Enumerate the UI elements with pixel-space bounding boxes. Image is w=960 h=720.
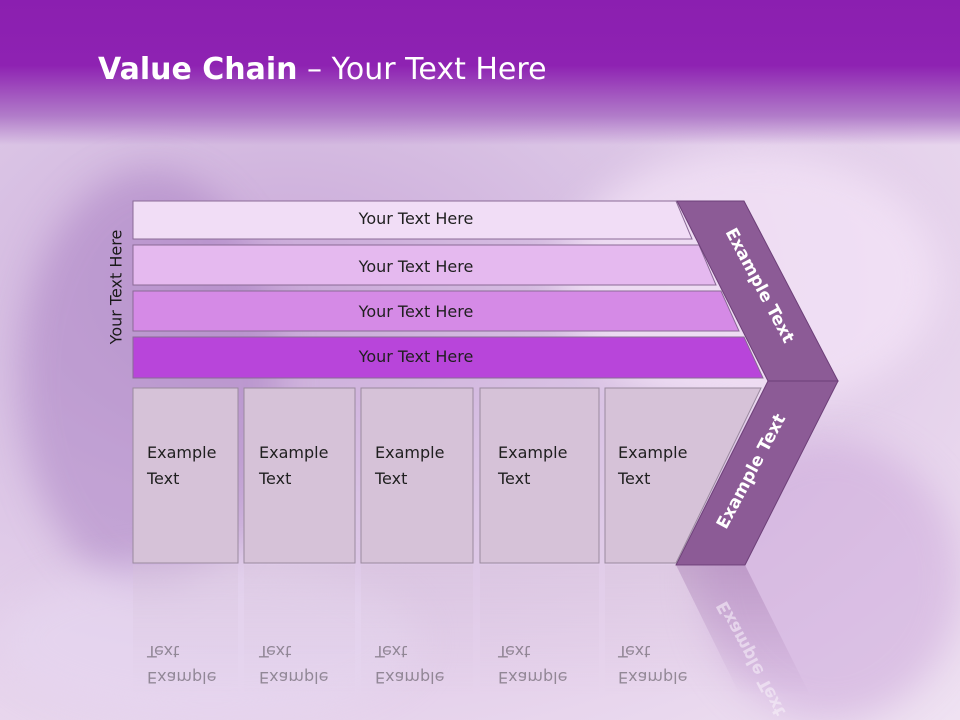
reflection-label: Text	[617, 642, 650, 661]
primary-box-line1-1: Example	[147, 443, 216, 462]
reflection-chevron	[676, 565, 810, 695]
reflection-label: Example	[498, 668, 567, 687]
reflection-box-3	[361, 565, 473, 695]
reflection-label: Example	[618, 668, 687, 687]
reflection-box-4	[480, 565, 599, 695]
primary-box-line2-2: Text	[258, 469, 291, 488]
support-bar-label-1: Your Text Here	[358, 209, 474, 228]
primary-box-line1-2: Example	[259, 443, 328, 462]
header-band	[0, 0, 960, 145]
reflection-box-1	[133, 565, 238, 695]
support-bar-label-2: Your Text Here	[358, 257, 474, 276]
primary-box-4	[479, 387, 600, 564]
primary-box-1	[132, 387, 239, 564]
reflection-label: Example	[147, 668, 216, 687]
primary-box-3	[360, 387, 474, 564]
support-bar-2	[132, 244, 717, 286]
reflection-box-5	[605, 565, 740, 695]
support-bar-label-4: Your Text Here	[358, 347, 474, 366]
primary-box-line1-5: Example	[618, 443, 687, 462]
reflection-label: Text	[497, 642, 530, 661]
primary-box-line2-3: Text	[374, 469, 407, 488]
support-bar-3	[132, 290, 740, 332]
reflection-label: Text	[374, 642, 407, 661]
primary-box-line1-4: Example	[498, 443, 567, 462]
primary-box-line1-3: Example	[375, 443, 444, 462]
reflection-label: Example	[375, 668, 444, 687]
support-bar-4	[132, 336, 764, 379]
reflection-label: Text	[146, 642, 179, 661]
slide-title: Value Chain – Your Text Here	[98, 52, 547, 87]
title-bold: Value Chain	[98, 52, 298, 87]
reflection-label: Text	[258, 642, 291, 661]
reflection-box-2	[244, 565, 355, 695]
primary-box-2	[243, 387, 356, 564]
primary-box-line2-5: Text	[617, 469, 650, 488]
primary-box-5	[604, 387, 762, 564]
reflection: Example Text Example Text Example Text E…	[133, 565, 810, 719]
support-bar-1	[132, 200, 693, 240]
primary-box-line2-1: Text	[146, 469, 179, 488]
title-rest: – Your Text Here	[297, 52, 547, 87]
support-bar-label-3: Your Text Here	[358, 302, 474, 321]
primary-box-line2-4: Text	[497, 469, 530, 488]
reflection-label: Example	[259, 668, 328, 687]
